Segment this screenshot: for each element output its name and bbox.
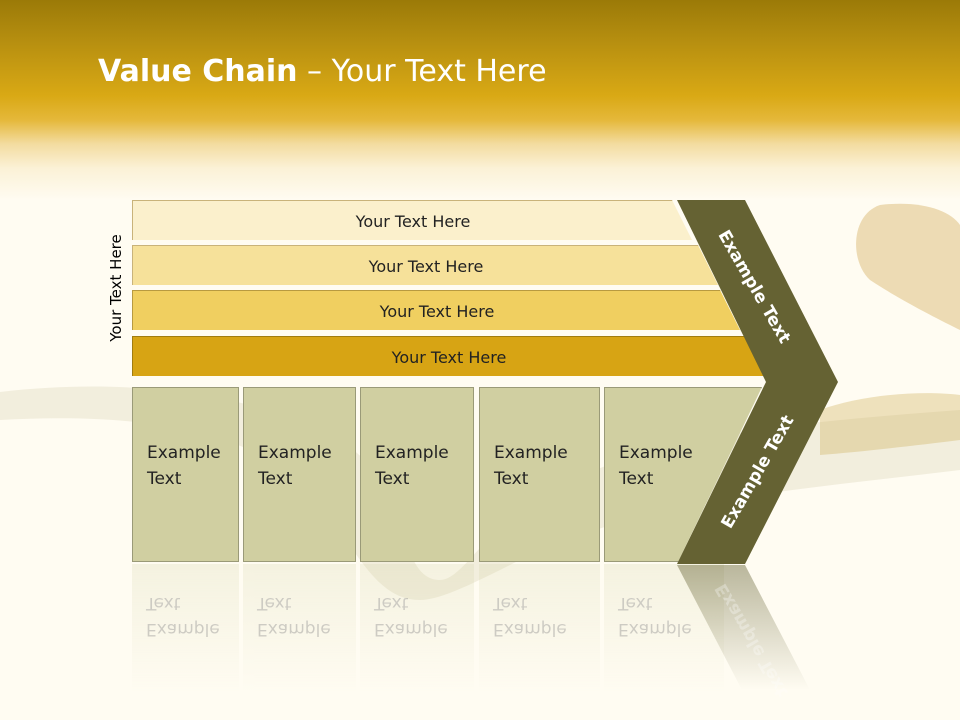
primary-box-1-line1: Example (147, 443, 221, 463)
support-bar-2-label: Your Text Here (368, 256, 484, 276)
title-rest: – Your Text Here (297, 54, 547, 89)
primary-box-4-line2: Text (494, 469, 529, 489)
primary-box-3-line1: Example (375, 443, 449, 463)
slide-title: Value Chain – Your Text Here (98, 54, 547, 89)
primary-box-4-line1: Example (494, 443, 568, 463)
primary-box-3-line2: Text (375, 469, 410, 489)
support-bar-1-label: Your Text Here (355, 211, 471, 231)
title-bold: Value Chain (98, 54, 298, 89)
support-bar-2: Your Text Here (132, 245, 718, 285)
support-bar-1: Your Text Here (132, 200, 692, 240)
support-bar-4: Your Text Here (132, 336, 764, 376)
primary-box-2-line1: Example (258, 443, 332, 463)
support-bar-3-label: Your Text Here (379, 301, 495, 321)
primary-box-5-line1: Example (619, 443, 693, 463)
primary-box-5-line2: Text (619, 469, 654, 489)
support-bar-3: Your Text Here (132, 290, 740, 330)
support-bar-4-label: Your Text Here (391, 347, 507, 367)
primary-box-1-line2: Text (147, 469, 182, 489)
header-band (0, 0, 960, 200)
primary-box-2-line2: Text (258, 469, 293, 489)
